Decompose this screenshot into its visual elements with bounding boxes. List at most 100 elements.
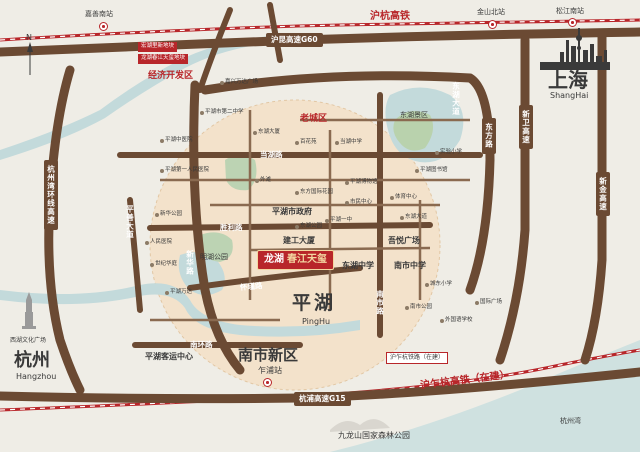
poi-label: 百花苑 [300,139,317,145]
poi-label: 嘉兴万达广场 [225,79,259,85]
poi-label: 新华公园 [160,211,183,217]
poi-label: 平湖中医院 [165,137,193,143]
poi-label: 平湖万达 [170,289,193,295]
poi-label: 城东小学 [430,281,453,287]
poi-marker [440,319,444,323]
river-north [0,35,280,160]
zhapu-station-icon [263,378,272,387]
poi-label: 国际广场 [480,299,503,305]
project-name: 春江天玺 [287,254,327,265]
poi-marker [295,225,299,229]
poi-marker [345,201,349,205]
poi-marker [160,169,164,173]
poi-marker [150,263,154,267]
poi-marker [253,131,257,135]
jiashan-station-label: 嘉善南站 [85,10,113,18]
poi-marker [220,81,224,85]
pinghu-label: 平湖 [292,292,337,314]
poi-marker [400,216,404,220]
zhapu-station-label: 乍浦站 [258,366,282,375]
poi-label: 平湖图书馆 [420,167,448,173]
poi-label: 平湖博物馆 [350,179,378,185]
jiangong-label: 建工大厦 [283,236,315,245]
hsr-label: 沪杭高铁 [370,11,410,22]
poi-marker [325,219,329,223]
donghu-ave-label: 东湖大道 [451,82,461,116]
core-zone-halo [150,100,440,390]
poi-label: 实验小学 [440,149,463,155]
poi-marker [425,283,429,287]
svg-text:N: N [26,33,32,42]
poi-marker [435,151,439,155]
poi-label: 世纪华庭 [155,261,178,267]
shanghai-label: 上海 [548,68,588,92]
poi-marker [165,291,169,295]
nanshi-district-label: 南市新区 [238,346,299,364]
poi-marker [415,169,419,173]
dongfang-badge: 东方路 [482,118,496,154]
hangzhou-bay-water [330,340,640,452]
xinwei-badge: 新卫高速 [519,105,533,149]
poi-marker [335,141,339,145]
poi-label: 东湖大道 [405,214,428,220]
hangzhou-bay-label: 杭州湾 [560,417,581,425]
poi-marker [345,181,349,185]
mingjiang-label: 明湖公园 [200,253,228,261]
hangzhou-en-label: Hangzhou [16,372,57,381]
old-town-label: 老城区 [300,114,328,124]
pinghu-en-label: PingHu [302,317,331,326]
hangzhou-tower-icon [22,292,36,329]
bus-station-label: 平湖客运中心 [145,352,193,361]
note-box: 沪乍杭铁路（在建） [386,352,449,364]
hangzhou-label: 杭州 [14,350,50,371]
nanshi-middle-label: 南市中学 [394,261,426,270]
shengli-road-label: 胜利路 [220,223,243,232]
poi-label: 市民中心 [350,199,373,205]
songjiang-station-icon [568,18,577,27]
poi-marker [255,179,259,183]
top-tag-1: 宏湖里新地块 [138,42,178,52]
poi-label: 外国语学校 [445,317,473,323]
baiyue-label: 吾悦广场 [388,236,420,245]
poi-marker [295,141,299,145]
xinjin-badge: 新金高速 [596,172,610,216]
poi-marker [475,301,479,305]
east-lake-label: 东湖景区 [400,111,428,119]
poi-marker [295,191,299,195]
river-south [0,283,360,337]
nanshi-road-label: 南市路 [375,290,385,316]
poi-label: 东湖大厦 [258,129,281,135]
poi-label: 东方国际花园 [300,189,334,195]
project-brand-badge[interactable]: 龙湖春江天玺 [257,250,334,270]
poi-marker [200,111,204,115]
pinghu-gov-label: 平湖市政府 [272,207,312,216]
shanghai-skyline-icon [540,28,610,70]
ring-highway-badge: 杭州湾环线高速 [44,160,58,230]
poi-label: 外滩 [260,177,272,183]
shanghai-en-label: ShangHai [550,91,589,100]
poi-label: 东湖公园 [300,223,323,229]
dangdu-road-label: 当湖路 [260,150,283,159]
poi-marker [145,241,149,245]
poi-label: 人民医院 [150,239,173,245]
songjiang-station-label: 松江南站 [556,7,584,15]
pinghu-ave-label: 平善大道 [125,205,135,239]
top-tag-2: 龙湖春江天玺地块 [138,54,189,64]
xihu-tag-label: 西湖文化广场 [10,337,47,344]
g15-badge: 杭浦高速G15 [294,392,351,406]
poi-label: 平湖第一人民医院 [165,167,210,173]
g60-badge: 沪昆高速G60 [266,33,323,47]
compass-icon: N [26,33,33,75]
jiashan-station-icon [99,22,108,31]
econ-zone-label: 经济开发区 [148,71,194,81]
project-brand: 龙湖 [264,254,284,265]
donghu-middle-label: 东湖中学 [342,261,374,270]
jiulong-park-label: 九龙山国家森林公园 [338,431,410,440]
poi-label: 体育中心 [395,194,418,200]
poi-marker [405,306,409,310]
poi-marker [390,196,394,200]
xingong-road-label: 新华路 [185,250,195,276]
poi-marker [160,139,164,143]
